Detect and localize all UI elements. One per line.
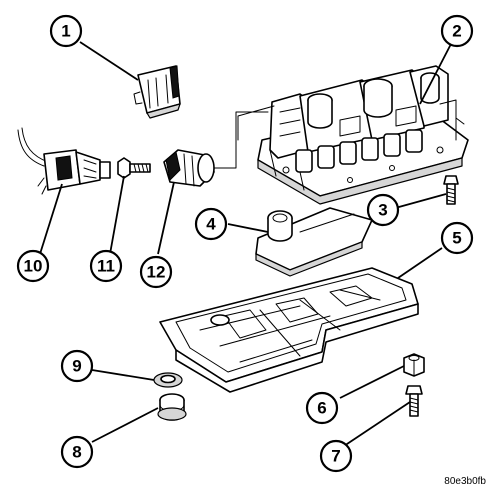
callout-5-label: 5 — [452, 229, 461, 248]
callout-11-label: 11 — [97, 257, 115, 276]
callout-10-label: 10 — [24, 257, 43, 276]
part-7-bolt — [405, 385, 423, 417]
callout-5: 5 — [440, 221, 474, 255]
callout-11: 11 — [89, 249, 123, 283]
part-9-seal — [153, 372, 183, 388]
callout-10: 10 — [16, 249, 50, 283]
callout-6: 6 — [305, 391, 339, 425]
callout-7: 7 — [319, 439, 353, 473]
callout-2-label: 2 — [452, 22, 461, 41]
callout-3: 3 — [366, 193, 400, 227]
part-2-valve-body — [237, 65, 469, 205]
callout-1-label: 1 — [61, 22, 70, 41]
part-12-sleeve — [163, 111, 269, 187]
part-8-plug — [157, 393, 187, 421]
callout-4: 4 — [194, 207, 228, 241]
callout-12: 12 — [139, 255, 173, 289]
part-3-bolt — [443, 175, 459, 205]
callout-3-label: 3 — [378, 201, 387, 220]
callout-9-label: 9 — [72, 357, 81, 376]
callout-4-label: 4 — [206, 215, 216, 234]
callout-6-label: 6 — [317, 399, 326, 418]
callout-7-label: 7 — [331, 447, 340, 466]
reference-code: 80e3b0fb — [444, 476, 486, 487]
part-5-oil-pan — [159, 267, 419, 393]
callout-2: 2 — [440, 14, 474, 48]
part-10-connector — [17, 127, 111, 195]
part-4-filter — [255, 207, 373, 277]
callout-1: 1 — [49, 14, 83, 48]
part-6-nut — [403, 353, 425, 377]
callout-8-label: 8 — [72, 443, 81, 462]
part-1-clip — [133, 65, 181, 119]
callout-8: 8 — [60, 435, 94, 469]
callout-12-label: 12 — [147, 263, 166, 282]
leader-lines — [39, 41, 453, 447]
part-11-screw — [117, 157, 151, 179]
callout-9: 9 — [60, 349, 94, 383]
